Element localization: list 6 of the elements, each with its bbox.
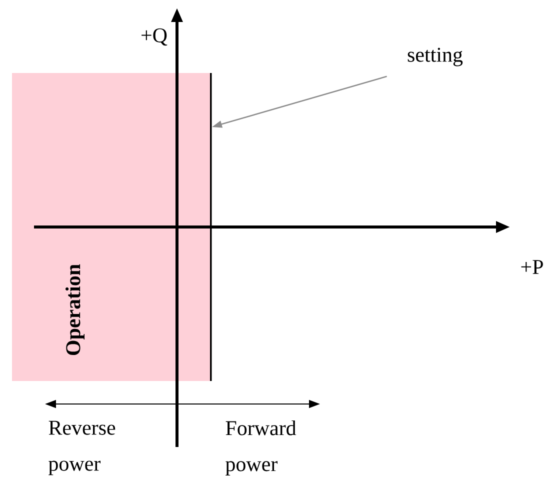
axis-label: +Q [142,28,168,46]
region-label: Reverse power [48,420,116,476]
setting-label: setting [408,48,463,66]
operation-region: Operation [12,73,210,381]
region-label: Forward power [226,420,296,476]
axis-label: +P [521,260,543,274]
